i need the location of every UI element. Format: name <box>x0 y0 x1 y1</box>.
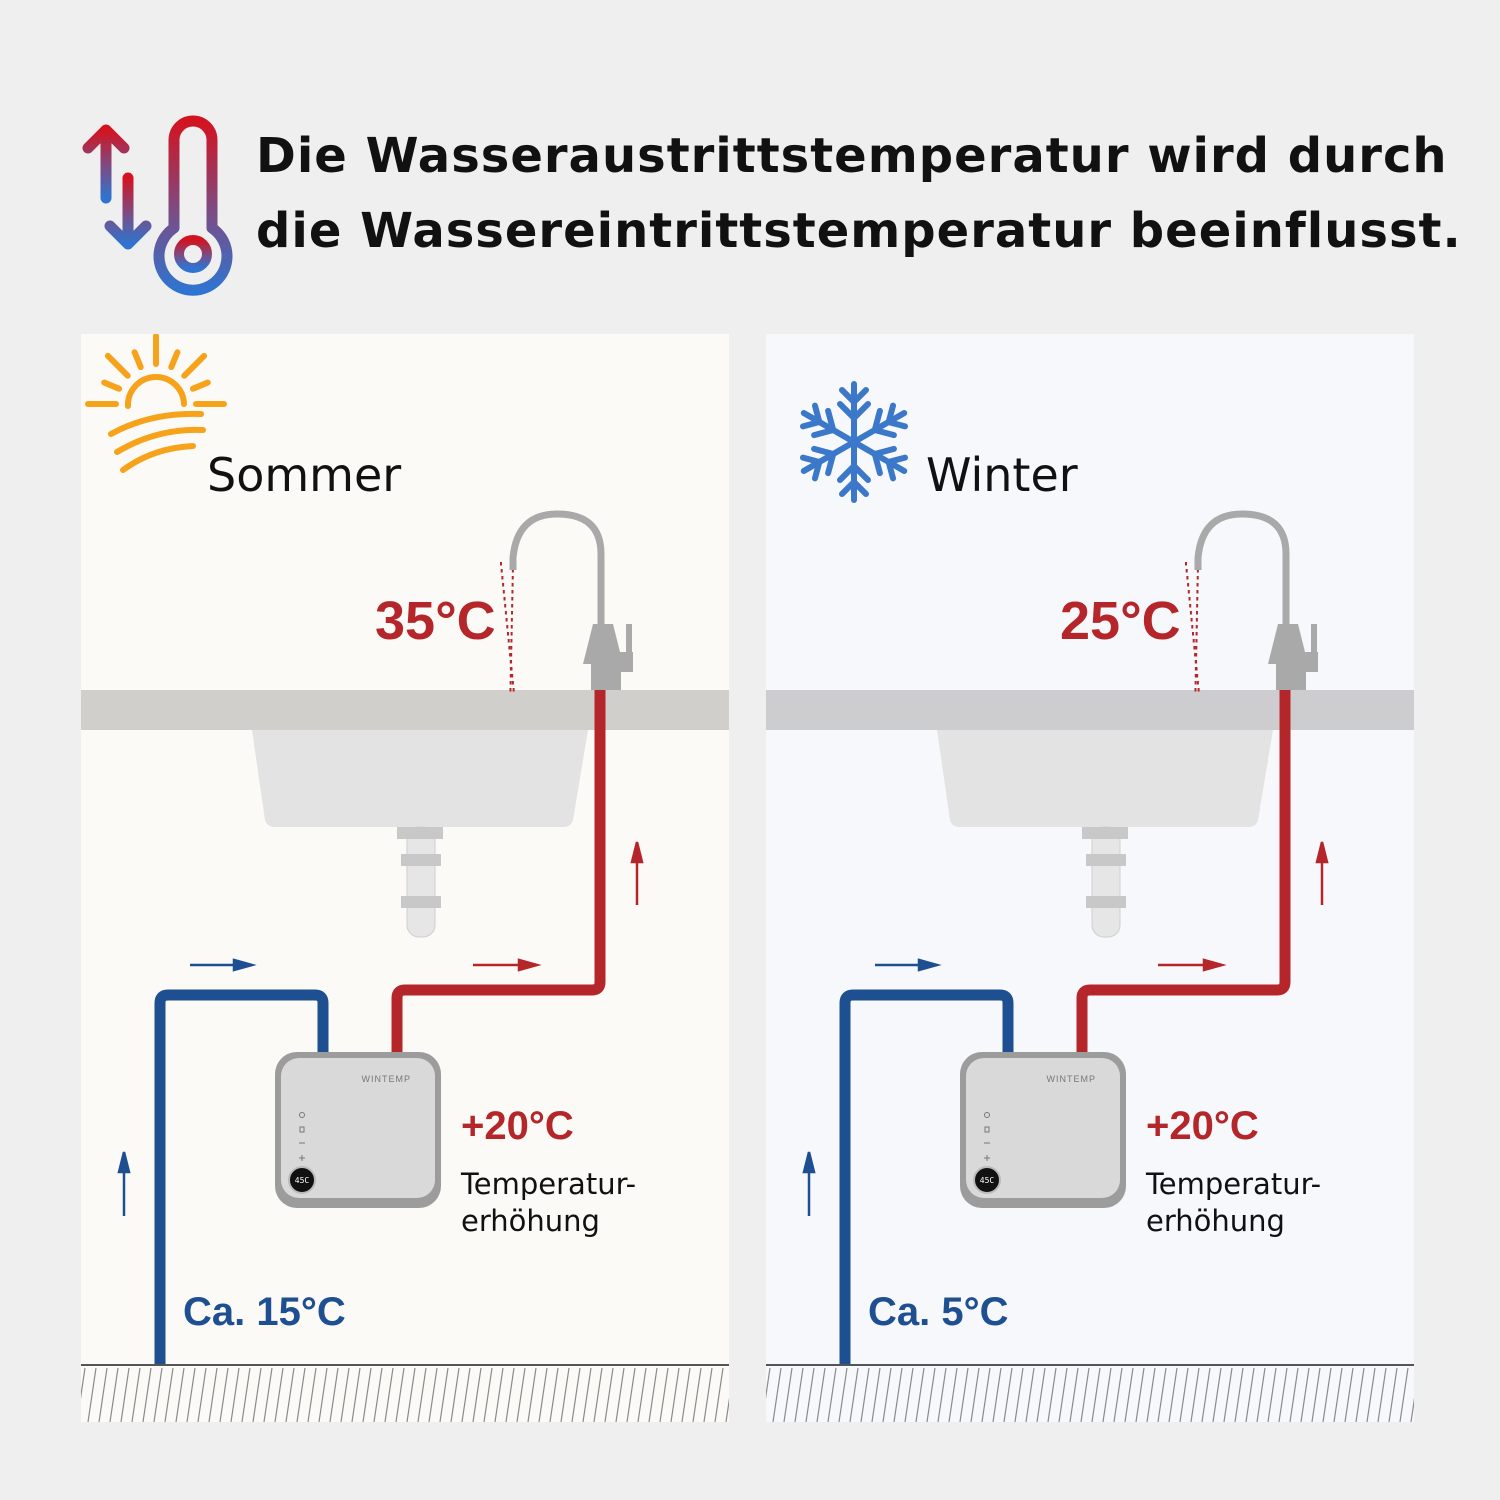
countertop <box>766 690 1414 730</box>
headline-line-1: Die Wasseraustrittstemperatur wird durch <box>256 128 1448 184</box>
countertop <box>81 690 729 730</box>
hot-rise-arrow <box>630 841 644 905</box>
water-heater: WINTEMP 45C <box>960 1052 1126 1208</box>
cold-water-pipe <box>839 989 1014 1366</box>
heater-display: 45C <box>295 1176 310 1185</box>
heater-brand: WINTEMP <box>362 1074 412 1084</box>
heater-display: 45C <box>980 1176 995 1185</box>
sink-drain <box>397 826 443 938</box>
outlet-temperature: 25°C <box>1060 591 1181 651</box>
rise-label-2: erhöhung <box>1146 1204 1285 1238</box>
temperature-rise: +20°C <box>461 1104 574 1148</box>
cold-rise-arrow <box>802 1151 816 1216</box>
heater-brand: WINTEMP <box>1047 1074 1097 1084</box>
season-title: Winter <box>926 448 1078 502</box>
hot-flow-arrow <box>1158 958 1227 972</box>
sink-basin <box>937 730 1273 827</box>
hot-water-pipe <box>1076 690 1291 1054</box>
rise-label-1: Temperatur- <box>461 1167 637 1201</box>
cold-flow-arrow <box>875 958 942 972</box>
season-title: Sommer <box>207 448 402 502</box>
hot-water-pipe <box>391 690 606 1054</box>
headline-line-2: die Wassereintrittstemperatur beeinfluss… <box>256 203 1462 259</box>
cold-flow-arrow <box>190 958 257 972</box>
sun-icon <box>85 334 227 473</box>
faucet <box>509 510 633 690</box>
faucet <box>1194 510 1318 690</box>
ground-hatch <box>766 1367 1414 1422</box>
heater-buttons[interactable] <box>299 1112 305 1162</box>
thermometer-temperature-icon <box>82 115 233 296</box>
water-stream <box>1185 562 1200 692</box>
cold-water-pipe <box>154 989 329 1366</box>
snowflake-icon <box>799 381 909 503</box>
summer-panel: WINTEMP 45C Sommer 35°C +20°C Temperatur… <box>81 334 729 1422</box>
cold-rise-arrow <box>117 1151 131 1216</box>
ground-hatch <box>81 1367 729 1422</box>
hot-flow-arrow <box>473 958 542 972</box>
hot-rise-arrow <box>1315 841 1329 905</box>
sink-basin <box>252 730 588 827</box>
heater-buttons[interactable] <box>984 1112 990 1162</box>
rise-label-2: erhöhung <box>461 1204 600 1238</box>
rise-label-1: Temperatur- <box>1146 1167 1322 1201</box>
inlet-temperature: Ca. 15°C <box>183 1290 346 1334</box>
water-heater: WINTEMP 45C <box>275 1052 441 1208</box>
outlet-temperature: 35°C <box>375 591 496 651</box>
winter-panel: WINTEMP 45C Winter 25°C +20°C Temperatur… <box>766 334 1414 1422</box>
inlet-temperature: Ca. 5°C <box>868 1290 1009 1334</box>
temperature-rise: +20°C <box>1146 1104 1259 1148</box>
sink-drain <box>1082 826 1128 938</box>
water-stream <box>500 562 515 692</box>
